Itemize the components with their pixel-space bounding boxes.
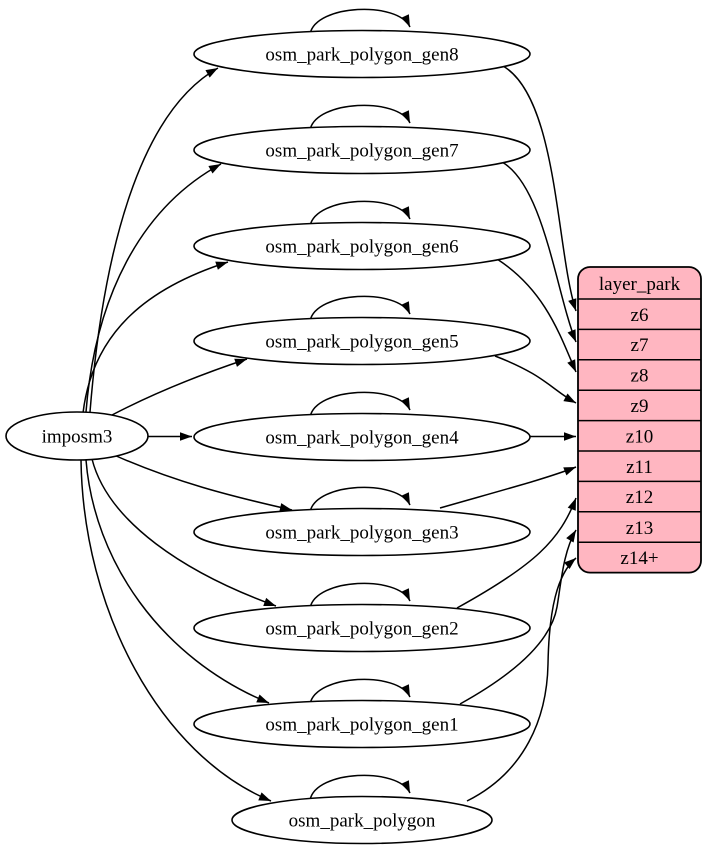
edge-osm-park-polygon-gen3-to-z11	[439, 466, 577, 509]
self-loop-osm-park-polygon-gen3	[309, 486, 411, 513]
node-layer-park: layer_park z6 z7 z8 z9 z10 z11 z12 z13 z…	[577, 266, 702, 574]
node-label-osm-park-polygon-gen4: osm_park_polygon_gen4	[265, 428, 459, 449]
node-label-imposm3: imposm3	[42, 427, 113, 448]
layer-park-row-z6: z6	[631, 305, 649, 326]
ellipse-osm-park-polygon-gen7	[193, 125, 531, 175]
node-label-osm-park-polygon-gen6: osm_park_polygon_gen6	[265, 237, 458, 258]
layer-park-title: layer_park	[599, 274, 681, 295]
self-loop-osm-park-polygon-gen4	[309, 391, 411, 418]
edge-imposm3-to-osm-park-polygon	[80, 459, 272, 802]
node-osm-park-polygon-gen5: osm_park_polygon_gen5	[193, 316, 531, 366]
edge-osm-park-polygon-gen7-to-z7	[501, 161, 577, 343]
node-osm-park-polygon-gen1: osm_park_polygon_gen1	[193, 699, 531, 749]
ellipse-osm-park-polygon-gen5	[193, 316, 531, 366]
layer-park-row-z7: z7	[631, 335, 649, 356]
layer-park-row-z10: z10	[626, 427, 653, 448]
edge-osm-park-polygon-gen6-to-z8	[496, 258, 577, 373]
edge-imposm3-to-osm-park-polygon-gen5	[111, 358, 248, 416]
ellipse-osm-park-polygon	[231, 795, 493, 845]
ellipse-osm-park-polygon-gen8	[193, 29, 531, 79]
node-osm-park-polygon-gen3: osm_park_polygon_gen3	[193, 507, 531, 557]
layer-park-row-z11: z11	[626, 457, 653, 478]
node-osm-park-polygon-gen2: osm_park_polygon_gen2	[193, 603, 531, 653]
node-label-osm-park-polygon: osm_park_polygon	[289, 811, 436, 832]
node-osm-park-polygon-gen6: osm_park_polygon_gen6	[193, 221, 531, 271]
edge-imposm3-to-osm-park-polygon-gen1	[85, 459, 270, 704]
edges-to-layer	[439, 65, 577, 802]
node-label-osm-park-polygon-gen5: osm_park_polygon_gen5	[265, 332, 458, 353]
layer-park-row-z13: z13	[626, 518, 653, 539]
edge-osm-park-polygon-gen5-to-z9	[494, 355, 577, 404]
self-loop-osm-park-polygon-gen1	[309, 678, 411, 705]
node-imposm3: imposm3	[5, 411, 149, 461]
edge-osm-park-polygon-to-z14	[466, 557, 577, 802]
ellipse-imposm3	[5, 411, 149, 461]
ellipse-osm-park-polygon-gen3	[193, 507, 531, 557]
self-loop-osm-park-polygon-gen7	[309, 104, 411, 131]
ellipse-osm-park-polygon-gen2	[193, 603, 531, 653]
node-label-osm-park-polygon-gen1: osm_park_polygon_gen1	[265, 715, 458, 736]
layer-park-row-z14: z14+	[620, 548, 658, 569]
node-label-osm-park-polygon-gen8: osm_park_polygon_gen8	[265, 45, 458, 66]
self-loop-osm-park-polygon	[309, 774, 411, 801]
edge-imposm3-to-osm-park-polygon-gen2	[91, 458, 277, 607]
self-loops	[309, 8, 411, 801]
edge-imposm3-to-osm-park-polygon-gen7	[85, 163, 222, 413]
self-loop-osm-park-polygon-gen6	[309, 200, 411, 227]
self-loop-osm-park-polygon-gen8	[309, 8, 411, 35]
layer-park-box	[577, 266, 702, 574]
node-osm-park-polygon: osm_park_polygon	[231, 795, 493, 845]
layer-park-row-z8: z8	[631, 366, 649, 387]
edge-imposm3-to-osm-park-polygon-gen8	[89, 67, 219, 413]
node-label-osm-park-polygon-gen3: osm_park_polygon_gen3	[265, 523, 458, 544]
node-label-osm-park-polygon-gen2: osm_park_polygon_gen2	[265, 619, 458, 640]
edge-osm-park-polygon-gen8-to-z6	[502, 65, 577, 312]
node-osm-park-polygon-gen4: osm_park_polygon_gen4	[193, 412, 531, 462]
layer-park-row-z9: z9	[631, 396, 649, 417]
edge-osm-park-polygon-gen2-to-z12	[456, 497, 577, 609]
edge-imposm3-to-osm-park-polygon-gen6	[82, 261, 229, 414]
self-loop-osm-park-polygon-gen5	[309, 295, 411, 322]
edge-imposm3-to-osm-park-polygon-gen3	[113, 454, 293, 512]
self-loop-osm-park-polygon-gen2	[309, 582, 411, 609]
node-osm-park-polygon-gen7: osm_park_polygon_gen7	[193, 125, 531, 175]
edge-osm-park-polygon-gen1-to-z13	[459, 529, 577, 705]
layer-park-row-z12: z12	[626, 487, 653, 508]
node-label-osm-park-polygon-gen7: osm_park_polygon_gen7	[265, 141, 458, 162]
node-osm-park-polygon-gen8: osm_park_polygon_gen8	[193, 29, 531, 79]
edges-from-source	[80, 67, 293, 802]
ellipse-osm-park-polygon-gen4	[193, 412, 531, 462]
ellipse-osm-park-polygon-gen6	[193, 221, 531, 271]
ellipse-osm-park-polygon-gen1	[193, 699, 531, 749]
